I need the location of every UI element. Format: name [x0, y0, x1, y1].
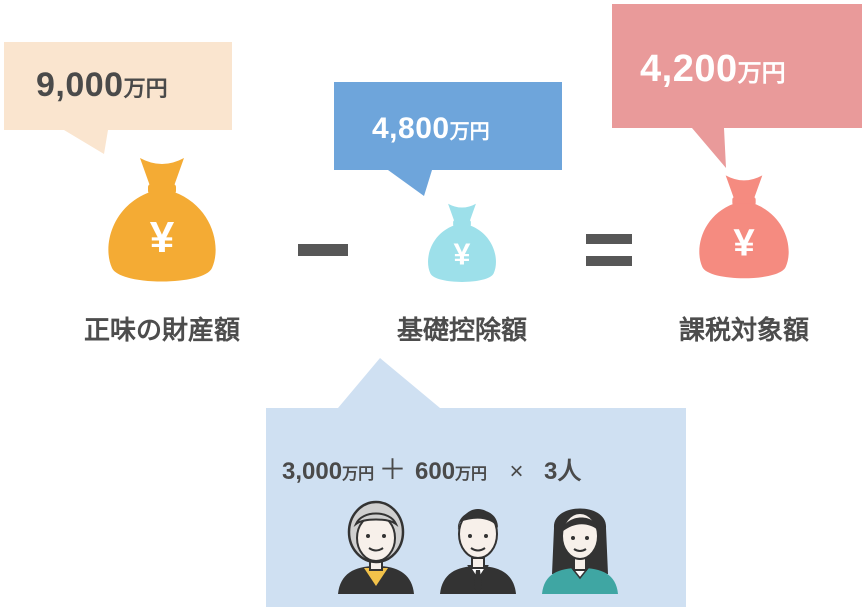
deduction-money-bag-icon: ¥: [424, 196, 500, 290]
woman-icon: [538, 488, 622, 594]
formula-per-heir-amount: 600: [415, 458, 456, 485]
man-in-suit-icon: [436, 488, 520, 594]
deduction-amount-bubble: [320, 70, 570, 200]
estate-label: 正味の財産額: [83, 315, 240, 345]
taxable-money-bag-icon: ¥: [694, 168, 794, 286]
equals-operator-icon: [586, 234, 632, 268]
deduction-amount-text: 4,800万円: [372, 112, 490, 146]
formula-text: 3,000万円 ＋ 600万円 × 3人: [282, 448, 581, 488]
formula-base-unit: 万円: [342, 466, 375, 483]
estate-yen-symbol: ¥: [150, 213, 175, 262]
minus-operator-icon: [298, 244, 348, 258]
elderly-woman-icon: [334, 490, 418, 594]
taxable-yen-symbol: ¥: [733, 221, 755, 264]
taxable-amount-bubble: [600, 0, 864, 200]
estate-amount: 9,000: [36, 66, 124, 104]
formula-heirs: 3人: [543, 458, 582, 485]
estate-amount-text: 9,000万円: [36, 66, 168, 105]
taxable-unit: 万円: [737, 60, 786, 87]
taxable-bubble-shape: [612, 4, 862, 168]
taxable-amount-text: 4,200万円: [640, 48, 786, 91]
taxable-label: 課税対象額: [678, 315, 809, 345]
formula-times: ×: [509, 458, 524, 485]
estate-unit: 万円: [123, 76, 168, 101]
taxable-amount: 4,200: [640, 48, 738, 90]
deduction-bubble-shape: [334, 82, 562, 196]
deduction-amount: 4,800: [372, 112, 450, 145]
deduction-label: 基礎控除額: [396, 315, 527, 345]
estate-money-bag-icon: ¥: [102, 150, 222, 290]
deduction-yen-symbol: ¥: [454, 238, 471, 272]
estate-bubble-shape: [4, 42, 232, 154]
estate-amount-bubble: [0, 0, 240, 160]
formula-per-heir-unit: 万円: [455, 466, 488, 483]
formula-plus: ＋: [378, 454, 407, 485]
deduction-unit: 万円: [449, 121, 490, 143]
formula-base-amount: 3,000: [282, 458, 343, 485]
